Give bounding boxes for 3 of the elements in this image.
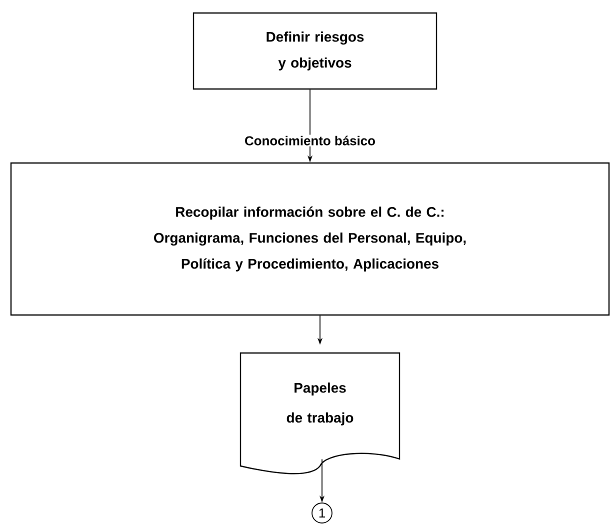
edge-label: Conocimiento básico (244, 134, 376, 146)
process-box: Recopilar información sobre el C. de C.: Organigrama, Funciones del Personal, Equipo, Política y Procedimiento, Aplicaciones (10, 162, 610, 316)
process-box: Definir riesgos y objetivos (192, 12, 438, 90)
